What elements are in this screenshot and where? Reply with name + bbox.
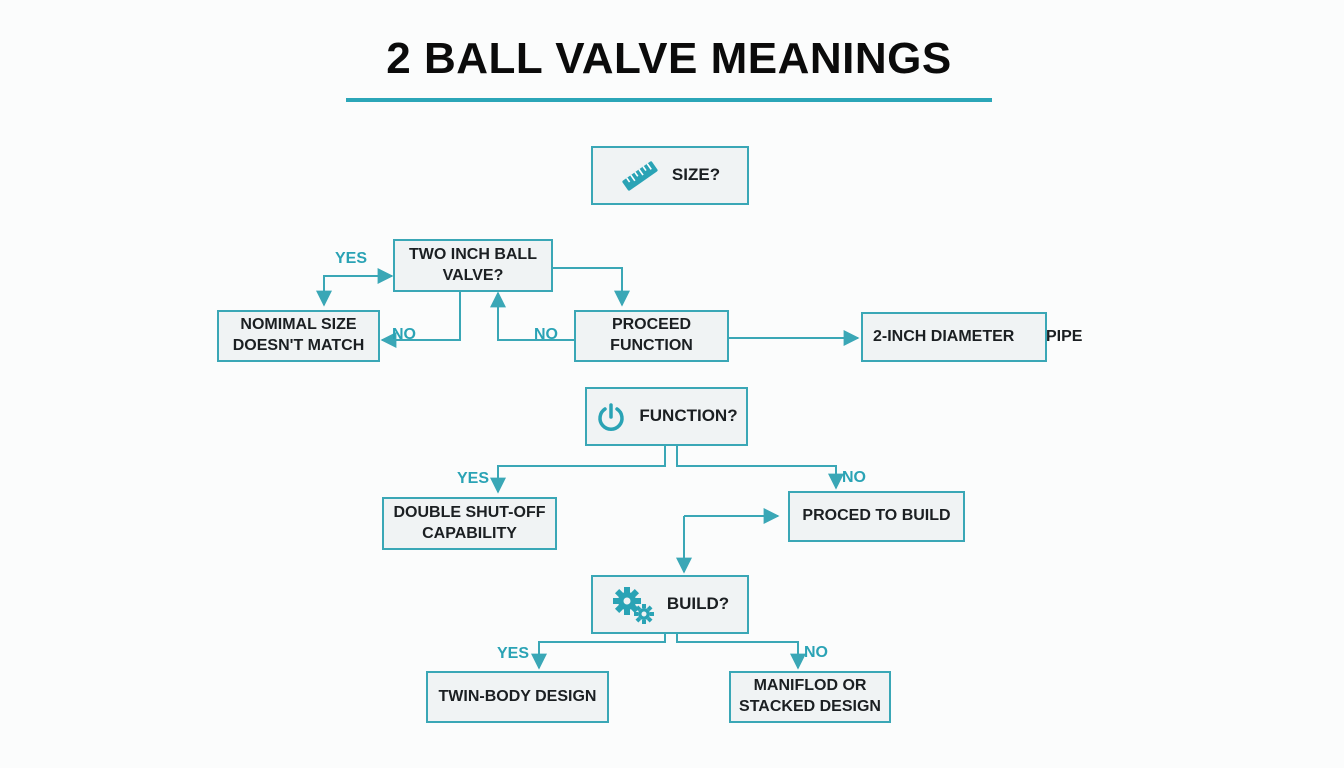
yes-label-size: YES: [335, 250, 368, 267]
size-question-box: SIZE?: [591, 146, 749, 205]
proceed-function-box: PROCEED FUNCTION: [574, 310, 729, 362]
diameter-label: 2-INCH DIAMETER: [873, 327, 1015, 345]
edge-function-no: [676, 446, 844, 490]
ruler-icon: [620, 160, 660, 192]
nominal-size-label: NOMIMAL SIZE DOESN'T MATCH: [232, 316, 365, 354]
no-label-function: NO: [842, 469, 866, 486]
edge-yes-to-nominal: [316, 275, 392, 307]
two-inch-label: TWO INCH BALL VALVE?: [409, 245, 537, 284]
manifold-label: MANIFLOD OR STACKED DESIGN: [739, 677, 881, 715]
no-label-proceed: NO: [534, 326, 558, 343]
no-label-build: NO: [804, 644, 828, 661]
power-icon: [595, 401, 627, 433]
proced-to-build-label: PROCED TO BUILD: [802, 507, 951, 525]
gears-icon: [611, 585, 655, 625]
edge-two-inch-to-proceed: [553, 267, 630, 307]
twin-body-box: TWIN-BODY DESIGN: [426, 671, 609, 723]
function-question-box: FUNCTION?: [585, 387, 748, 446]
yes-label-build: YES: [497, 645, 530, 662]
title-underline: [346, 98, 992, 102]
edge-no-to-two-inch: [490, 291, 574, 341]
nominal-size-box: NOMIMAL SIZE DOESN'T MATCH: [217, 310, 380, 362]
edge-function-yes: [490, 446, 666, 494]
size-question-label: SIZE?: [671, 165, 721, 185]
proceed-function-label: PROCEED FUNCTION: [610, 316, 693, 354]
manifold-box: MANIFLOD OR STACKED DESIGN: [729, 671, 891, 723]
page-title: 2 BALL VALVE MEANINGS: [386, 34, 952, 83]
two-inch-question-box: TWO INCH BALL VALVE?: [393, 239, 553, 292]
yes-label-function: YES: [457, 470, 490, 487]
function-question-label: FUNCTION?: [639, 406, 738, 426]
edge-build-no: [676, 634, 806, 670]
build-question-box: BUILD?: [591, 575, 749, 634]
edge-build-yes: [531, 634, 666, 670]
diameter-box: 2-INCH DIAMETER: [861, 312, 1047, 362]
edge-no-to-nominal: [380, 292, 461, 348]
double-shutoff-box: DOUBLE SHUT-OFF CAPABILITY: [382, 497, 557, 550]
build-question-label: BUILD?: [666, 594, 730, 614]
diameter-suffix: PIPE: [1046, 328, 1083, 345]
twin-body-label: TWIN-BODY DESIGN: [438, 687, 597, 705]
double-shutoff-label: DOUBLE SHUT-OFF CAPABILITY: [393, 503, 546, 542]
proced-to-build-box: PROCED TO BUILD: [788, 491, 965, 542]
no-label-nominal: NO: [392, 326, 416, 343]
